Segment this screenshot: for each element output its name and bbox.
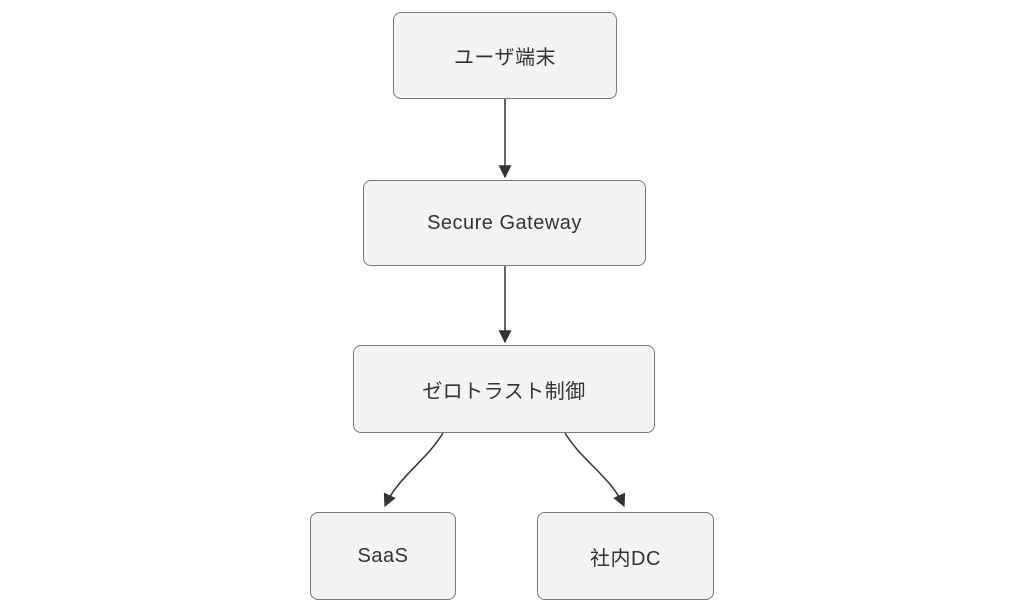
- node-internal-dc-label: 社内DC: [590, 547, 661, 570]
- node-zero-trust-control-label: ゼロトラスト制御: [422, 380, 586, 403]
- node-user-terminal: ユーザ端末: [393, 12, 617, 99]
- node-secure-gateway-label: Secure Gateway: [427, 211, 582, 234]
- node-secure-gateway: Secure Gateway: [363, 180, 646, 266]
- node-saas-label: SaaS: [357, 544, 409, 567]
- edge-zerotrust-to-saas: [383, 432, 444, 508]
- edge-zerotrust-to-dc: [564, 432, 626, 508]
- node-internal-dc: 社内DC: [537, 512, 714, 600]
- node-user-terminal-label: ユーザ端末: [453, 47, 557, 69]
- node-saas: SaaS: [310, 512, 456, 600]
- node-zero-trust-control: ゼロトラスト制御: [353, 345, 655, 433]
